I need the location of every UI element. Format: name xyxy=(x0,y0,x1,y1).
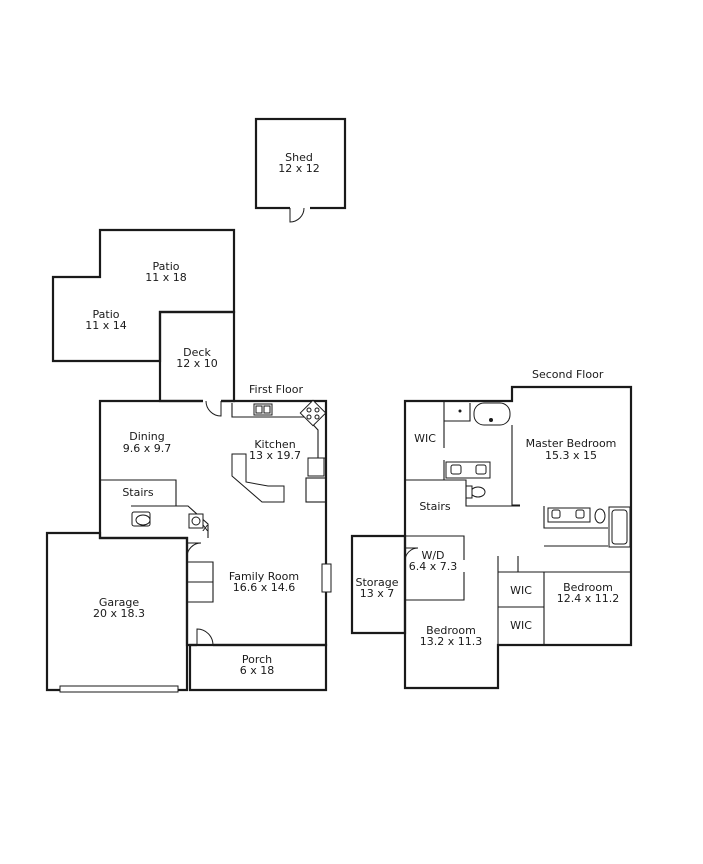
deck-name: Deck xyxy=(183,346,211,359)
kitchen-island xyxy=(231,453,285,503)
bedroom-right-name: Bedroom xyxy=(563,581,613,594)
family-room-dims: 16.6 x 14.6 xyxy=(233,581,296,594)
storage-walls xyxy=(350,534,407,635)
porch: Porch 6 x 18 xyxy=(188,643,328,692)
kitchen-name: Kitchen xyxy=(254,438,295,451)
stairs-wall xyxy=(100,479,177,506)
wic-low-name: WIC xyxy=(510,619,532,632)
porch-name: Porch xyxy=(242,653,272,666)
garage-dims: 20 x 18.3 xyxy=(93,607,145,620)
garage-walls xyxy=(45,531,189,692)
half-bath-toilet-bowl xyxy=(135,514,151,526)
linen-closet-dot xyxy=(458,409,462,413)
master-bathtub xyxy=(473,402,511,426)
stairs-second-top-wall xyxy=(405,479,520,507)
master-vanity-sink-right xyxy=(475,464,487,475)
family-room-window xyxy=(321,563,332,593)
shed-name: Shed xyxy=(285,151,313,164)
stove-burner xyxy=(306,414,312,420)
master-vanity-sink-left xyxy=(450,464,462,475)
bedroom-bottom-dims: 13.2 x 11.3 xyxy=(420,635,483,648)
stove xyxy=(299,399,327,427)
hall-bath-wall xyxy=(543,506,608,529)
first-floor-label: First Floor xyxy=(249,383,303,396)
bedroom-bottom-name: Bedroom xyxy=(426,624,476,637)
deck-dims: 12 x 10 xyxy=(176,357,218,370)
stove-burner xyxy=(314,407,320,413)
wic-top-name: WIC xyxy=(414,432,436,445)
stove-burner xyxy=(306,407,312,413)
porch-walls xyxy=(188,643,328,692)
patio: Patio 11 x 18 Patio 11 x 14 xyxy=(51,228,236,363)
stairs-second-walls xyxy=(405,535,465,560)
dining-name: Dining xyxy=(129,430,165,443)
refrigerator xyxy=(307,457,325,477)
stairs-first-name: Stairs xyxy=(122,486,154,499)
wd-bottom-wall xyxy=(405,572,465,601)
stairs-second-name: Stairs xyxy=(419,500,451,513)
garage-entry-swing xyxy=(186,542,202,558)
stove-burner xyxy=(314,414,320,420)
master-bedroom-dims: 15.3 x 15 xyxy=(545,449,597,462)
second-floor-walls xyxy=(403,385,633,690)
dining-dims: 9.6 x 9.7 xyxy=(123,442,172,455)
deck-door-swing xyxy=(205,400,222,417)
patio-lower-dims: 11 x 14 xyxy=(85,319,127,332)
bedroom-right-dims: 12.4 x 11.2 xyxy=(557,592,620,605)
master-toilet xyxy=(470,486,486,498)
wic-mid-name: WIC xyxy=(510,584,532,597)
kitchen-dims: 13 x 19.7 xyxy=(249,449,301,462)
family-room-name: Family Room xyxy=(229,570,299,583)
pantry xyxy=(305,477,327,503)
half-bath-sink-basin xyxy=(191,516,201,526)
hall-bath-tub-basin xyxy=(611,509,628,545)
storage-dims: 13 x 7 xyxy=(360,587,395,600)
second-floor: Second Floor xyxy=(350,368,633,690)
patio-upper-dims: 11 x 18 xyxy=(145,271,187,284)
wic-mid-walls xyxy=(498,571,545,645)
hall-bath-sink-right xyxy=(575,509,585,519)
front-door-swing xyxy=(196,628,214,646)
master-tub-drain xyxy=(489,418,493,422)
second-floor-label: Second Floor xyxy=(532,368,604,381)
master-bath-wall xyxy=(511,425,520,506)
garage: Garage 20 x 18.3 xyxy=(45,531,189,693)
patio-lower-name: Patio xyxy=(93,308,120,321)
kitchen-sink-basin-right xyxy=(263,405,271,414)
kitchen-sink xyxy=(253,403,273,416)
garage-door xyxy=(59,685,179,693)
hall-bath-sink-left xyxy=(551,509,561,519)
hall-bath-toilet xyxy=(594,508,606,524)
master-bedroom-name: Master Bedroom xyxy=(526,437,617,450)
linen-closet xyxy=(444,403,471,422)
storage-name: Storage xyxy=(355,576,398,589)
garage-name: Garage xyxy=(99,596,140,609)
deck: Deck 12 x 10 xyxy=(158,310,236,403)
porch-dims: 6 x 18 xyxy=(240,664,275,677)
shed-door-swing xyxy=(289,207,305,223)
patio-upper-name: Patio xyxy=(153,260,180,273)
storage-door-swing xyxy=(404,547,419,562)
half-bath-marker: x xyxy=(202,521,209,534)
wd-name: W/D xyxy=(421,549,444,562)
kitchen-sink-basin-left xyxy=(255,405,263,414)
master-toilet-tank xyxy=(465,485,473,499)
wd-dims: 6.4 x 7.3 xyxy=(409,560,458,573)
shed-dims: 12 x 12 xyxy=(278,162,320,175)
shed: Shed 12 x 12 xyxy=(254,117,347,223)
patio-walls xyxy=(51,228,236,363)
